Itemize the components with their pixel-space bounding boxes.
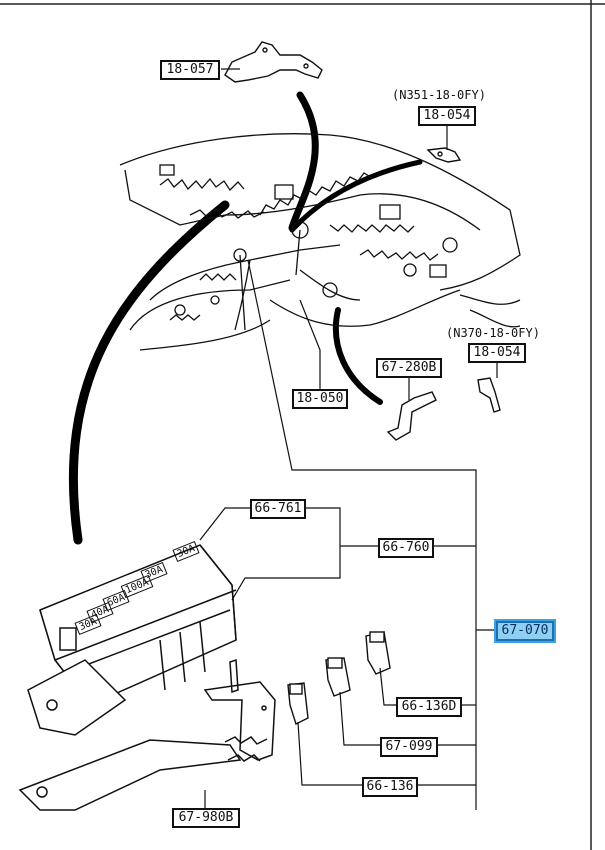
part-label-67-099[interactable]: 67-099 [380,737,438,757]
bracket-18-057-drawing [224,41,323,83]
relay-connector-drawings [287,631,391,725]
leader-arcs [68,91,423,545]
engine-bay-sketch [119,133,521,351]
bracket-67-280b-drawing [386,391,437,441]
part-label-18-050[interactable]: 18-050 [292,389,348,409]
part-label-66-761[interactable]: 66-761 [250,499,306,519]
note-n351: (N351-18-0FY) [392,88,486,102]
part-label-18-057[interactable]: 18-057 [160,60,220,80]
part-label-67-280b[interactable]: 67-280B [376,358,442,378]
part-label-18-054-right[interactable]: 18-054 [468,343,526,363]
bracket-18-054-top-drawing [426,147,462,163]
part-label-67-070-selected[interactable]: 67-070 [496,621,554,641]
part-label-66-760[interactable]: 66-760 [378,538,434,558]
fuse-block-drawing [27,544,237,736]
note-n370: (N370-18-0FY) [446,326,540,340]
part-label-66-136[interactable]: 66-136 [362,777,418,797]
part-label-66-136d[interactable]: 66-136D [396,697,462,717]
bracket-67-980b-drawing [18,658,276,811]
part-label-67-980b[interactable]: 67-980B [172,808,240,828]
leader-lines [199,68,498,810]
bracket-18-054-right-drawing [477,377,501,413]
part-label-18-054-top[interactable]: 18-054 [418,106,476,126]
